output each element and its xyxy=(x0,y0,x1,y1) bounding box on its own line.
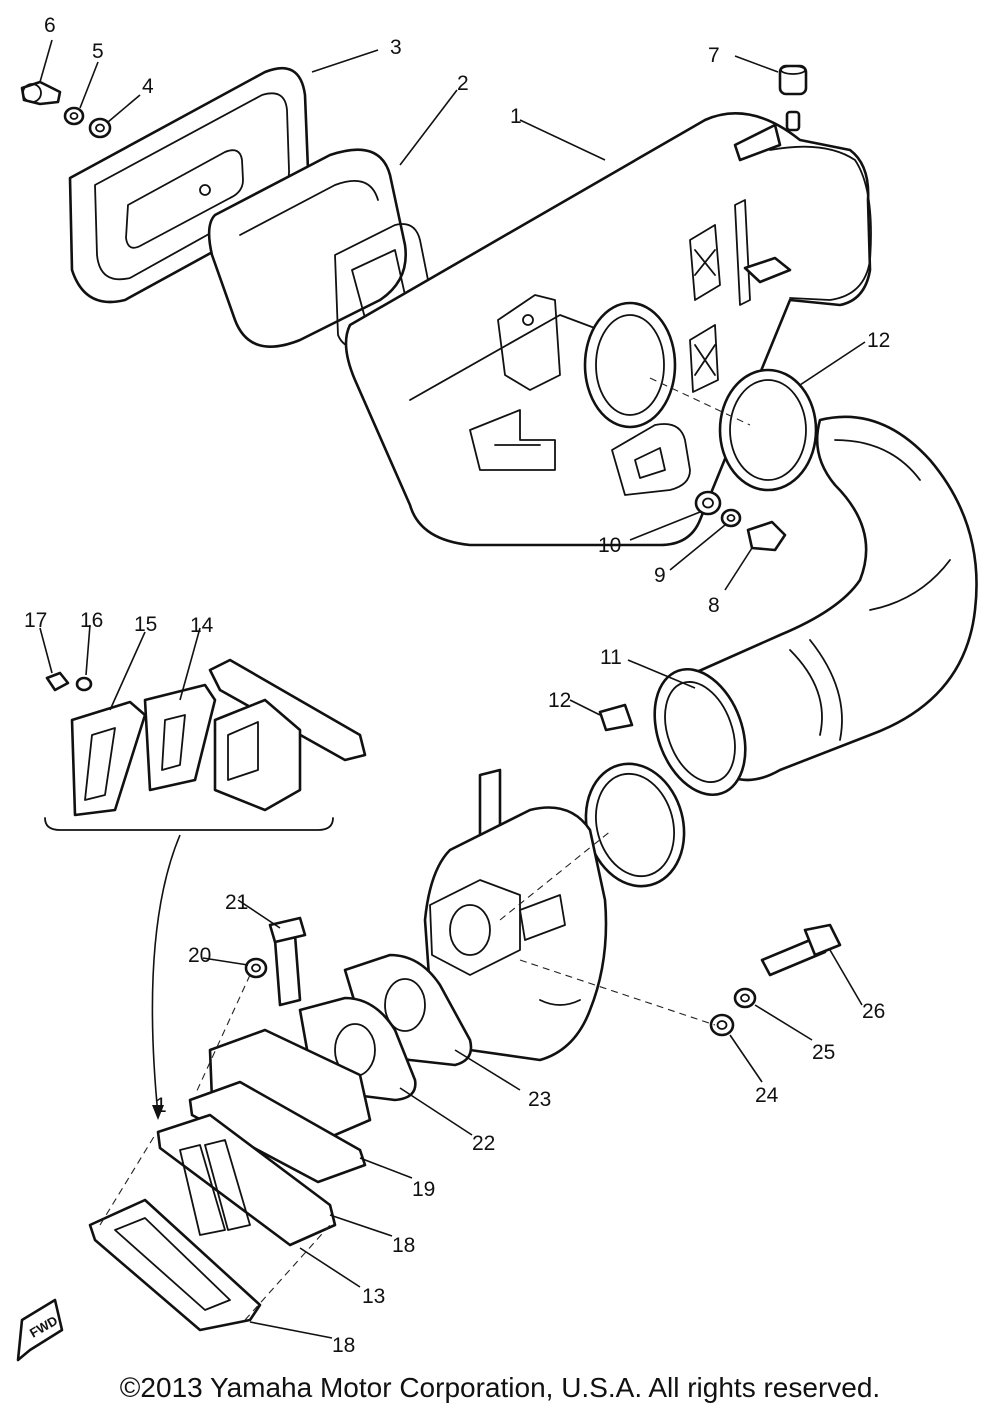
washer-10 xyxy=(694,490,722,516)
callout-20: 20 xyxy=(188,944,211,967)
callout-23: 23 xyxy=(528,1088,551,1111)
callout-18-upper: 18 xyxy=(392,1234,415,1257)
callout-21: 21 xyxy=(225,891,248,914)
reed-block-inset xyxy=(208,658,367,812)
bolt-26 xyxy=(760,923,842,977)
intake-joint-hose xyxy=(653,415,978,797)
gasket-18-lower xyxy=(88,1198,262,1332)
callout-8: 8 xyxy=(708,594,720,617)
screw-16 xyxy=(75,676,93,692)
callout-7: 7 xyxy=(708,44,720,67)
callout-9: 9 xyxy=(654,564,666,587)
inner-marker-1: 1 xyxy=(155,1094,167,1117)
copyright-notice: ©2013 Yamaha Motor Corporation, U.S.A. A… xyxy=(119,1372,881,1403)
reed-stopper-15 xyxy=(70,700,147,817)
callout-15: 15 xyxy=(134,613,157,636)
callout-6: 6 xyxy=(44,14,56,37)
bolt-21 xyxy=(268,916,307,1007)
callout-24: 24 xyxy=(755,1084,779,1107)
cap-7 xyxy=(778,64,808,132)
callout-13: 13 xyxy=(362,1285,385,1308)
callout-25: 25 xyxy=(812,1041,835,1064)
callout-14: 14 xyxy=(190,614,214,637)
callout-26: 26 xyxy=(862,1000,885,1023)
callout-2: 2 xyxy=(457,72,469,95)
callout-18-lower: 18 xyxy=(332,1334,355,1357)
screw-17 xyxy=(45,671,70,692)
callout-labels: 6 5 4 3 2 1 7 12 10 9 8 11 12 17 16 15 1… xyxy=(24,14,890,1357)
bolt-8 xyxy=(746,520,787,552)
exploded-parts-diagram: FWD 6 5 4 3 2 1 xyxy=(16,14,978,1362)
callout-19: 19 xyxy=(412,1178,435,1201)
callout-22: 22 xyxy=(472,1132,495,1155)
washer-20 xyxy=(244,957,268,979)
callout-10: 10 xyxy=(598,534,621,557)
callout-17: 17 xyxy=(24,609,47,632)
air-cleaner-case xyxy=(344,112,872,547)
washer-24 xyxy=(709,1013,735,1037)
reed-valve-assembly xyxy=(156,1028,372,1247)
reed-petal-14 xyxy=(143,683,217,792)
callout-11: 11 xyxy=(600,646,622,669)
washer-25 xyxy=(733,987,757,1009)
washer-5 xyxy=(63,106,85,126)
fwd-arrow xyxy=(16,1298,64,1362)
callout-3: 3 xyxy=(390,36,402,59)
washer-9 xyxy=(720,508,742,528)
callout-1: 1 xyxy=(510,105,522,128)
leader-lines xyxy=(39,39,866,1339)
inset-bracket xyxy=(44,817,334,831)
assembly-arrow xyxy=(151,834,181,1120)
callout-12-lower: 12 xyxy=(548,689,571,712)
screw-6 xyxy=(20,80,62,106)
hose-clamp-upper xyxy=(718,256,818,492)
callout-12-upper: 12 xyxy=(867,329,890,352)
callout-4: 4 xyxy=(142,75,154,98)
callout-5: 5 xyxy=(92,40,104,63)
callout-16: 16 xyxy=(80,609,103,632)
alignment-lines xyxy=(99,377,751,1321)
washer-4 xyxy=(88,117,112,139)
